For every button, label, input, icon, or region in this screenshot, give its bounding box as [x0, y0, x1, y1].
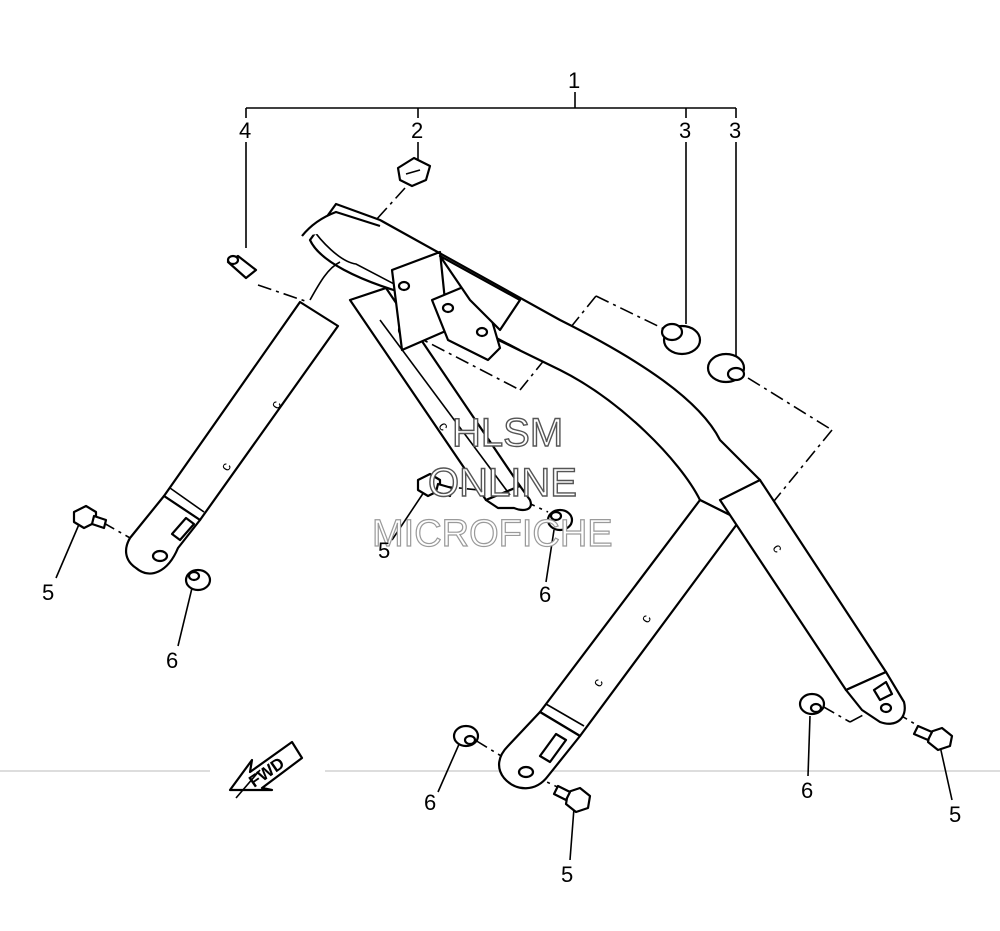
bolt-part-a — [72, 504, 108, 530]
watermark: HLSM ONLINE MICROFICHE — [371, 410, 613, 555]
clip-part — [396, 156, 432, 188]
nut-part-a — [184, 568, 212, 592]
bolt-part-b — [416, 472, 454, 498]
fwd-arrow-icon: FWD — [228, 740, 304, 799]
nut-part-b — [546, 508, 574, 532]
callout-6d: 6 — [801, 778, 813, 803]
watermark-line-1: HLSM — [452, 411, 563, 455]
callout-2: 2 — [411, 118, 423, 143]
callout-3b: 3 — [729, 118, 741, 143]
bolt-part-c — [552, 784, 592, 814]
frame-top-crossbar — [301, 202, 762, 522]
callout-1: 1 — [568, 68, 580, 93]
frame-right-leg: c c — [498, 498, 742, 790]
callout-6b: 6 — [539, 582, 551, 607]
frame-rear-right-leg: c — [718, 478, 906, 725]
damper-part-b — [706, 352, 746, 384]
nut-part-c — [452, 724, 480, 748]
pin-part — [226, 254, 258, 280]
callout-5c: 5 — [561, 862, 573, 887]
callout-5d: 5 — [949, 802, 961, 827]
nut-part-d — [798, 692, 826, 716]
damper-part-a — [660, 322, 702, 356]
frame-center-leg: c — [348, 286, 532, 511]
callout-labels: 1 2 3 3 4 5 5 5 5 6 6 6 6 — [42, 68, 961, 887]
bolt-part-d — [912, 724, 954, 752]
callout-5a: 5 — [42, 580, 54, 605]
callout-6c: 6 — [424, 790, 436, 815]
callout-6a: 6 — [166, 648, 178, 673]
watermark-line-3: MICROFICHE — [372, 513, 613, 555]
leader-lines — [55, 142, 953, 861]
callout-5b: 5 — [378, 538, 390, 563]
assembly-bracket — [245, 92, 737, 118]
frame-left-leg: c c — [124, 300, 340, 575]
callout-3a: 3 — [679, 118, 691, 143]
watermark-line-2: ONLINE — [428, 461, 577, 505]
callout-4: 4 — [239, 118, 251, 143]
